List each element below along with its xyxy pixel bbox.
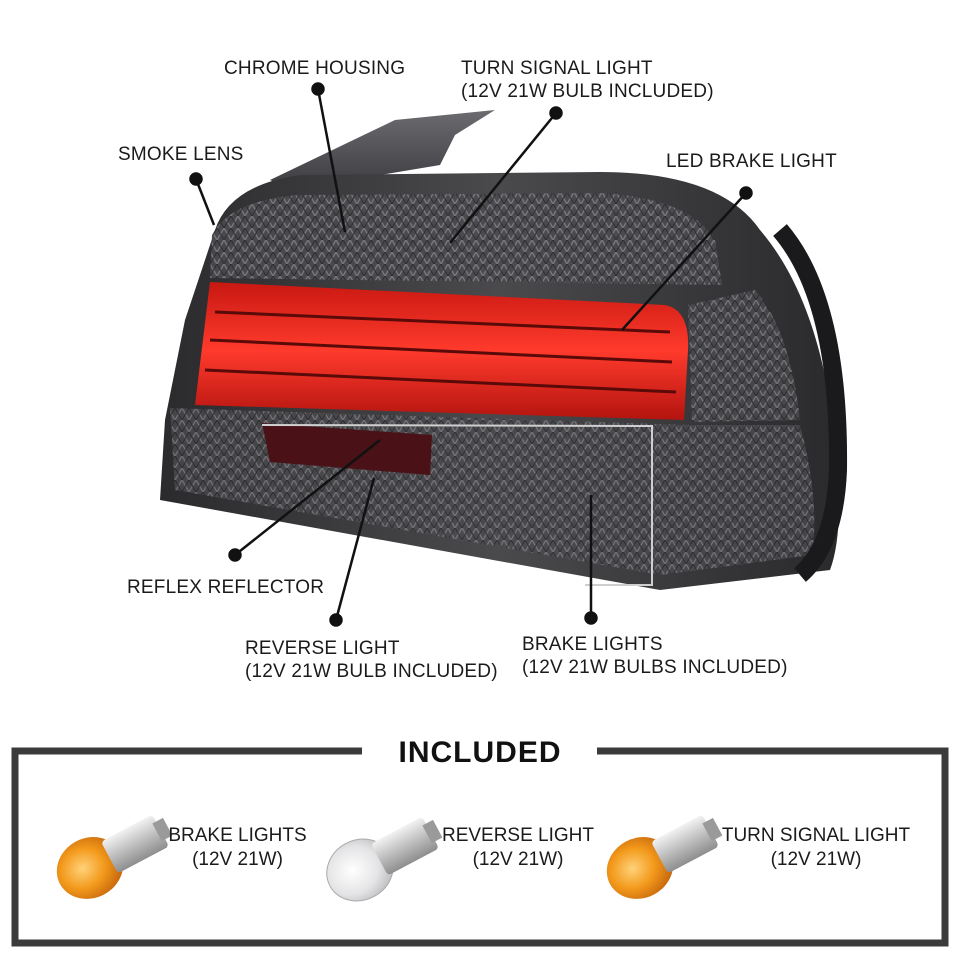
bulb-name: BRAKE LIGHTS [168, 825, 307, 846]
bulb-spec: (12V 21W) [472, 849, 564, 870]
smoke-lens-label: SMOKE LENS [118, 144, 244, 165]
led-brake-light-label: LED BRAKE LIGHT [666, 151, 837, 172]
brake-lights-spec: (12V 21W BULBS INCLUDED) [522, 657, 788, 678]
brake-section-outline [261, 424, 653, 586]
included-title: INCLUDED [363, 735, 597, 771]
side-lens [688, 290, 800, 422]
chrome-housing-flange [270, 110, 495, 190]
bulb-label-reverse: REVERSE LIGHT (12V 21W) [434, 824, 602, 872]
turn-signal-spec: (12V 21W BULB INCLUDED) [461, 81, 714, 102]
turn-signal-label: TURN SIGNAL LIGHT (12V 21W BULB INCLUDED… [461, 57, 714, 103]
upper-smoke-lens [210, 193, 722, 285]
bulb-name: TURN SIGNAL LIGHT [721, 825, 911, 846]
reverse-light-spec: (12V 21W BULB INCLUDED) [245, 661, 498, 682]
chrome-housing-label: CHROME HOUSING [224, 58, 406, 79]
bulb-brake-lights-icon [56, 815, 173, 899]
included-frame [11, 747, 949, 947]
reflex-reflector-lens [262, 423, 432, 475]
reverse-light-label: REVERSE LIGHT (12V 21W BULB INCLUDED) [245, 637, 498, 683]
turn-signal-title: TURN SIGNAL LIGHT [461, 58, 653, 79]
bulb-spec: (12V 21W) [192, 849, 283, 870]
bulb-turn-signal-icon [606, 815, 723, 899]
bulb-spec: (12V 21W) [770, 849, 862, 870]
brake-lights-label: BRAKE LIGHTS (12V 21W BULBS INCLUDED) [522, 633, 788, 679]
bulb-label-turn-signal: TURN SIGNAL LIGHT (12V 21W) [714, 824, 918, 872]
callout-lines [189, 82, 753, 627]
reflex-reflector-label: REFLEX REFLECTOR [127, 577, 325, 598]
bulb-reverse-light-icon [326, 817, 443, 902]
brake-lights-title: BRAKE LIGHTS [522, 634, 663, 655]
reverse-light-title: REVERSE LIGHT [245, 638, 400, 659]
bulb-label-brake: BRAKE LIGHTS (12V 21W) [160, 824, 315, 872]
bulb-name: REVERSE LIGHT [441, 825, 595, 846]
